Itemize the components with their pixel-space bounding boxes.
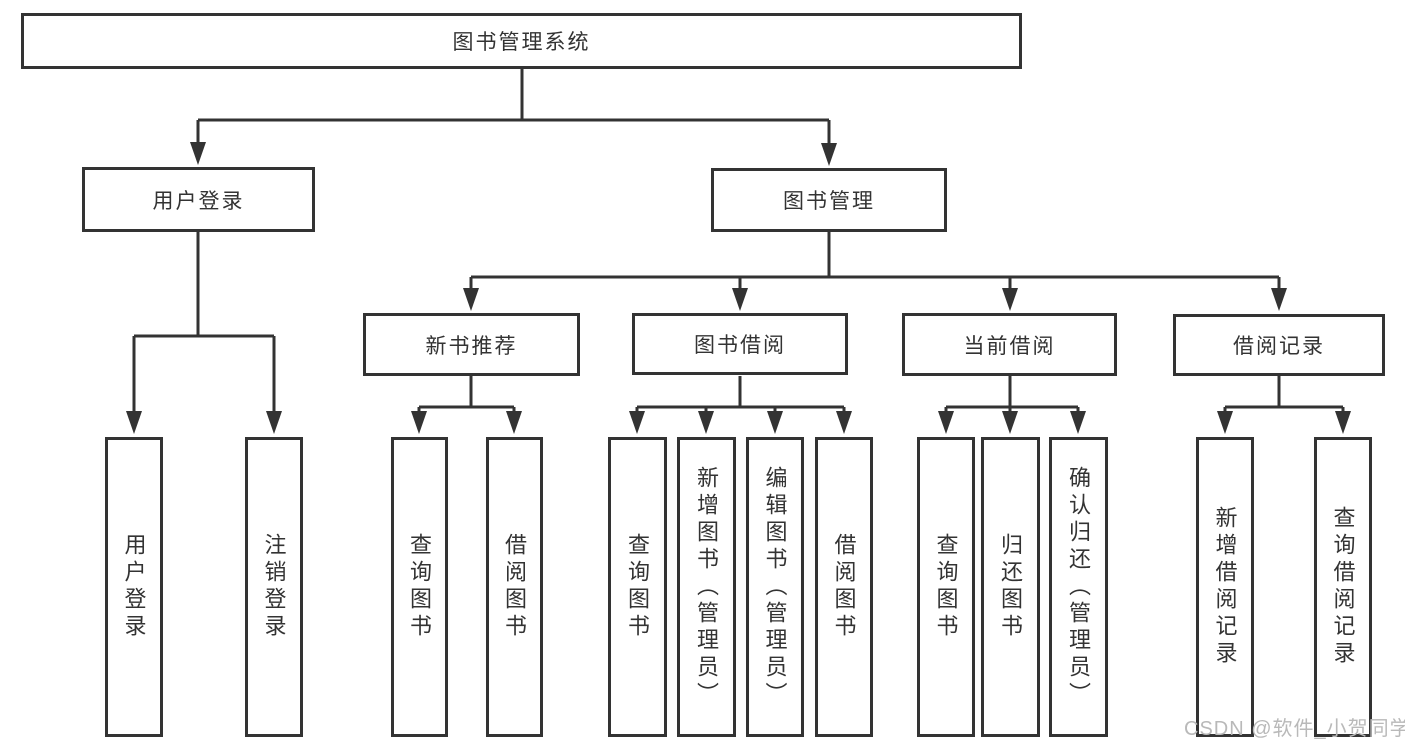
node-edit-books-admin: 编辑图书（管理员） <box>746 437 804 737</box>
node-book-management-system: 图书管理系统 <box>21 13 1022 69</box>
node-confirm-return-admin: 确认归还（管理员） <box>1049 437 1108 737</box>
connector-user-login <box>126 232 282 434</box>
node-label: 用户登录 <box>121 533 147 641</box>
node-label: 查询图书 <box>933 533 959 641</box>
node-add-books-admin: 新增图书（管理员） <box>677 437 736 737</box>
node-label: 归还图书 <box>998 533 1024 641</box>
node-label: 图书借阅 <box>694 334 786 357</box>
node-add-borrow-record: 新增借阅记录 <box>1196 437 1254 737</box>
node-query-books-borrowing: 查询图书 <box>608 437 667 737</box>
connector-borrowing-records <box>1217 376 1351 434</box>
node-query-borrow-record: 查询借阅记录 <box>1314 437 1372 737</box>
node-label: 确认归还（管理员） <box>1066 465 1092 709</box>
node-label: 新增图书（管理员） <box>694 465 720 709</box>
node-label: 用户登录 <box>152 189 245 213</box>
node-label: 查询借阅记录 <box>1330 506 1356 668</box>
node-label: 查询图书 <box>625 533 651 641</box>
node-query-books-current: 查询图书 <box>917 437 975 737</box>
node-borrow-books-recommend: 借阅图书 <box>486 437 543 737</box>
connector-new-book-recommendation <box>411 376 522 434</box>
connector-root <box>190 69 837 166</box>
node-borrowing-records: 借阅记录 <box>1173 314 1385 376</box>
node-user-login: 用户登录 <box>105 437 163 737</box>
node-label: 借阅图书 <box>502 533 528 641</box>
node-label: 借阅图书 <box>831 533 857 641</box>
connector-book-management <box>463 232 1287 311</box>
node-label: 新增借阅记录 <box>1212 506 1238 668</box>
node-label: 编辑图书（管理员） <box>762 465 788 709</box>
node-return-books: 归还图书 <box>981 437 1040 737</box>
connector-book-borrowing <box>629 376 852 434</box>
node-label: 新书推荐 <box>425 334 518 358</box>
watermark: CSDN @软件_小贺同学 <box>1184 718 1405 740</box>
node-logout-login: 注销登录 <box>245 437 303 737</box>
node-label: 借阅记录 <box>1233 335 1325 358</box>
node-current-borrowing: 当前借阅 <box>902 313 1117 376</box>
node-user-login-module: 用户登录 <box>82 167 315 232</box>
node-book-borrowing: 图书借阅 <box>632 313 848 375</box>
connector-current-borrowing <box>938 376 1086 434</box>
node-label: 图书管理 <box>783 190 875 213</box>
node-book-management-module: 图书管理 <box>711 168 947 232</box>
node-new-book-recommendation: 新书推荐 <box>363 313 580 376</box>
node-label: 注销登录 <box>261 533 287 641</box>
node-label: 查询图书 <box>407 533 433 641</box>
node-borrow-books-borrowing: 借阅图书 <box>815 437 873 737</box>
node-label: 图书管理系统 <box>452 31 591 54</box>
node-query-books-recommend: 查询图书 <box>391 437 448 737</box>
node-label: 当前借阅 <box>963 334 1056 358</box>
